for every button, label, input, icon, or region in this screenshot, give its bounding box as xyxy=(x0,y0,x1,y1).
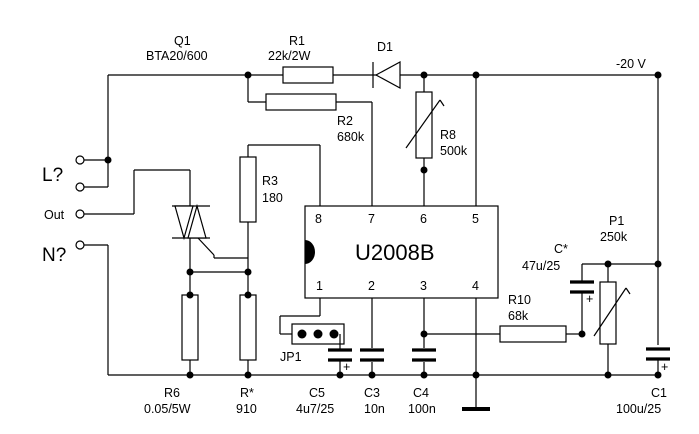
cstar-plus: + xyxy=(586,292,593,306)
c5-value: 4u7/25 xyxy=(296,402,334,416)
jp1-ref: JP1 xyxy=(280,350,302,364)
p1-value: 250k xyxy=(600,230,628,244)
ic-pin-2: 2 xyxy=(368,279,375,293)
c5-plus: + xyxy=(343,360,350,374)
capacitor-c5: + C5 4u7/25 xyxy=(296,348,352,416)
cstar-ref: C* xyxy=(554,242,568,256)
resistor-r3: R3 180 xyxy=(239,144,321,295)
r6-value: 0.05/5W xyxy=(144,402,191,416)
r8-value: 500k xyxy=(440,144,468,158)
r3-value: 180 xyxy=(262,191,283,205)
ic-pin-4: 4 xyxy=(472,279,479,293)
terminal-l-top xyxy=(75,155,85,165)
triac-q1-labels: Q1 BTA20/600 xyxy=(146,34,208,63)
ic-pin-7: 7 xyxy=(368,212,375,226)
cstar-value: 47u/25 xyxy=(522,259,560,273)
ic-pin-1: 1 xyxy=(316,279,323,293)
r3-ref: R3 xyxy=(262,174,278,188)
r2-ref: R2 xyxy=(337,114,353,128)
resistor-rstar: R* 910 xyxy=(236,294,257,416)
terminals: L? Out N? xyxy=(42,155,191,375)
c1-plus: + xyxy=(661,360,668,374)
r8-ref: R8 xyxy=(440,128,456,142)
rstar-value: 910 xyxy=(236,402,257,416)
ic-pin-6: 6 xyxy=(420,212,427,226)
c4-ref: C4 xyxy=(413,386,429,400)
terminal-neutral-label: N? xyxy=(42,245,66,266)
resistor-r1: R1 22k/2W xyxy=(268,34,334,84)
p1-ref: P1 xyxy=(609,214,624,228)
c1-value: 100u/25 xyxy=(616,402,661,416)
r1-value: 22k/2W xyxy=(268,49,311,63)
c3-value: 10n xyxy=(364,402,385,416)
diode-d1: D1 xyxy=(365,40,403,90)
terminal-out xyxy=(75,209,85,219)
capacitor-c1: + C1 100u/25 xyxy=(616,347,670,416)
terminal-out-label: Out xyxy=(44,208,65,222)
capacitor-cstar: + C* 47u/25 xyxy=(522,242,594,334)
top-rail-wires xyxy=(107,74,659,376)
r2-value: 680k xyxy=(337,130,365,144)
r10-value: 68k xyxy=(508,309,529,323)
potentiometer-r8: R8 500k xyxy=(405,91,468,159)
jumper-jp1: JP1 xyxy=(280,323,345,364)
c5-ref: C5 xyxy=(309,386,325,400)
q1-value: BTA20/600 xyxy=(146,49,208,63)
ic-pin-8: 8 xyxy=(315,212,322,226)
c4-value: 100n xyxy=(408,402,436,416)
c1-ref: C1 xyxy=(651,386,667,400)
ic-u2008b: U2008B 8 7 6 5 1 2 3 4 xyxy=(304,205,499,299)
ic-pin-5: 5 xyxy=(472,212,479,226)
c3-ref: C3 xyxy=(364,386,380,400)
terminal-line-label: L? xyxy=(42,165,63,186)
capacitor-c4: C4 100n xyxy=(408,348,436,416)
resistor-r6: R6 0.05/5W xyxy=(144,294,199,416)
ic-pin-3: 3 xyxy=(420,279,427,293)
ic-lower-wires xyxy=(189,298,500,408)
d1-ref: D1 xyxy=(377,40,393,54)
resistor-r2: R2 680k xyxy=(265,93,365,144)
terminal-neutral xyxy=(75,240,85,250)
r1-ref: R1 xyxy=(289,34,305,48)
ic-name: U2008B xyxy=(355,240,435,265)
resistor-r10: R10 68k xyxy=(499,293,582,343)
r6-ref: R6 xyxy=(164,386,180,400)
q1-ref: Q1 xyxy=(174,34,191,48)
capacitor-c3: C3 10n xyxy=(360,348,385,416)
r10-ref: R10 xyxy=(508,293,531,307)
junction-dots xyxy=(104,71,662,379)
rstar-ref: R* xyxy=(240,386,254,400)
terminal-l-bottom xyxy=(75,182,85,192)
potentiometer-p1: P1 250k xyxy=(582,214,658,375)
triac-q1-symbol xyxy=(172,203,248,295)
supply-voltage-label: -20 V xyxy=(616,57,647,71)
